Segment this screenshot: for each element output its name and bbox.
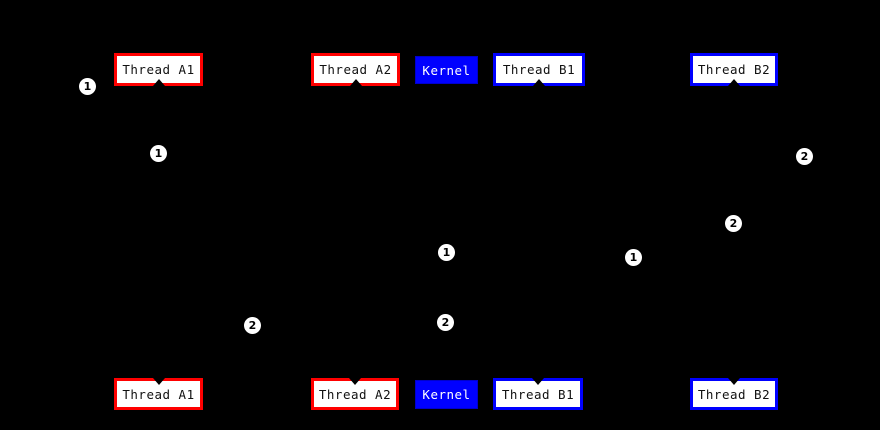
participant-thread-a1-top: Thread A1 [114,53,203,86]
participant-kernel-top: Kernel [415,56,478,84]
participant-thread-b1-top: Thread B1 [493,53,585,86]
lifeline-arrowhead-icon [349,79,362,86]
lifeline-arrowhead-icon [728,378,740,385]
participant-thread-b2-bottom: Thread B2 [690,378,778,410]
participant-label: Kernel [422,387,471,402]
participant-label: Thread B1 [501,386,575,402]
participant-thread-b1-bottom: Thread B1 [493,378,583,410]
participant-thread-a1-bottom: Thread A1 [114,378,203,410]
participant-thread-b2-top: Thread B2 [690,53,778,86]
participant-label: Kernel [422,62,471,78]
lifeline-arrowhead-icon [349,378,361,385]
step-marker: 2 [796,148,813,165]
participant-label: Thread A1 [122,386,195,402]
participant-kernel-bottom: Kernel [415,380,478,409]
step-marker: 1 [625,249,642,266]
participant-thread-a2-top: Thread A2 [311,53,400,86]
participant-label: Thread A1 [122,62,195,77]
step-marker: 2 [244,317,261,334]
lifeline-arrowhead-icon [152,79,165,86]
participant-label: Thread A2 [318,386,392,402]
step-marker: 1 [79,78,96,95]
participant-label: Thread B2 [697,386,771,402]
step-marker: 2 [437,314,454,331]
lifeline-arrowhead-icon [533,79,545,86]
lifeline-arrowhead-icon [152,378,165,385]
step-marker: 1 [438,244,455,261]
participant-label: Thread B2 [697,62,771,77]
participant-thread-a2-bottom: Thread A2 [311,378,399,410]
lifeline-arrowhead-icon [532,378,544,385]
step-marker: 1 [150,145,167,162]
participant-label: Thread B1 [502,62,576,77]
step-marker: 2 [725,215,742,232]
lifeline-arrowhead-icon [728,79,740,86]
participant-label: Thread A2 [319,62,392,77]
